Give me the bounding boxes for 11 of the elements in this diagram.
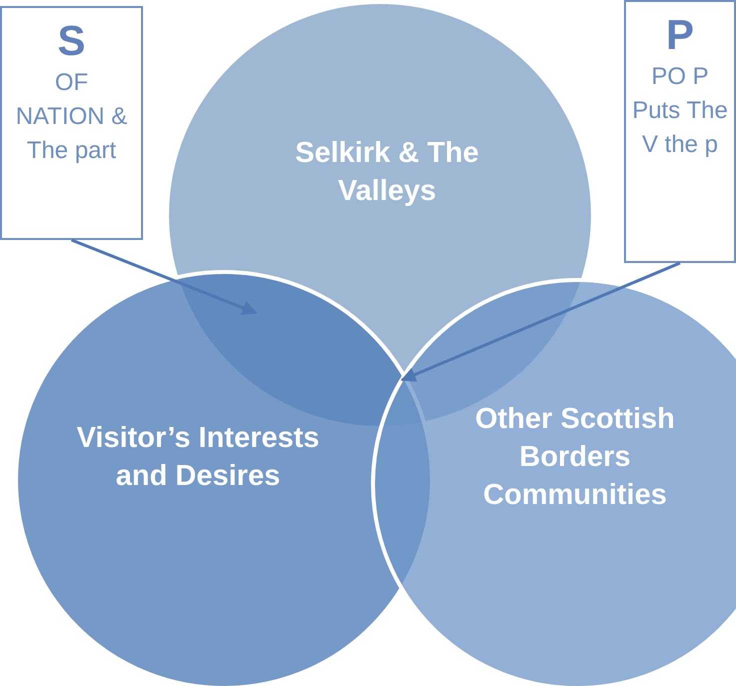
callout-heading: S	[56, 16, 86, 66]
callout-text: OF NATION & The part	[14, 68, 128, 166]
circle-label: Selkirk & The Valleys	[294, 136, 480, 209]
leader-line	[400, 262, 681, 382]
circle-label: Visitor’s Interests and Desires	[76, 421, 320, 494]
leader-line	[70, 238, 258, 315]
callout-text: PO P Puts The V the p	[632, 62, 728, 160]
callout-box	[0, 6, 143, 240]
circle-label: Other Scottish Borders Communities	[474, 402, 676, 513]
callout-box	[624, 0, 736, 263]
callout-heading: P	[664, 10, 695, 60]
